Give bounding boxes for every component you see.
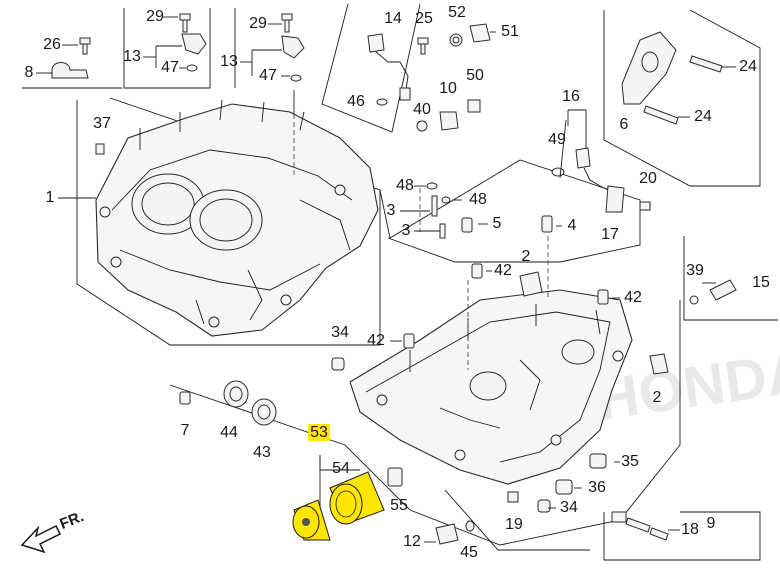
callout-5: 5 — [492, 215, 502, 232]
callout-44: 44 — [220, 424, 238, 441]
callout-17: 17 — [601, 226, 619, 243]
callout-39: 39 — [686, 262, 704, 279]
callout-29-b: 29 — [249, 15, 267, 32]
callout-40: 40 — [413, 101, 431, 118]
callout-26: 26 — [43, 36, 61, 53]
callout-16: 16 — [562, 88, 580, 105]
callout-42-a: 42 — [494, 262, 512, 279]
callout-20: 20 — [639, 170, 657, 187]
callout-49: 49 — [548, 131, 566, 148]
leader-lines — [36, 16, 736, 543]
callout-35: 35 — [621, 453, 639, 470]
callout-55: 55 — [390, 497, 408, 514]
callout-52: 52 — [448, 4, 466, 21]
callout-42-c: 42 — [367, 332, 385, 349]
callout-6: 6 — [619, 116, 629, 133]
callout-8: 8 — [24, 64, 34, 81]
callout-24-b: 24 — [694, 108, 712, 125]
small-parts — [51, 13, 737, 545]
callout-48-b: 48 — [469, 191, 487, 208]
callout-53-highlight: 53 — [308, 424, 330, 441]
callout-10: 10 — [439, 80, 457, 97]
callout-7: 7 — [180, 422, 190, 439]
callout-42-b: 42 — [624, 289, 642, 306]
callout-50: 50 — [466, 67, 484, 84]
callout-54: 54 — [332, 460, 350, 477]
callout-9: 9 — [706, 515, 716, 532]
callout-34-b: 34 — [560, 499, 578, 516]
callout-51: 51 — [501, 23, 519, 40]
callout-19: 19 — [505, 516, 523, 533]
callout-1: 1 — [45, 189, 55, 206]
callout-13-b: 13 — [220, 53, 238, 70]
front-direction-arrow — [20, 524, 62, 554]
callout-3-a: 3 — [386, 202, 396, 219]
callout-14: 14 — [384, 10, 402, 27]
callout-37: 37 — [93, 115, 111, 132]
callout-3-b: 3 — [401, 222, 411, 239]
callout-25: 25 — [415, 10, 433, 27]
callout-2-b: 2 — [652, 389, 662, 406]
callout-13-a: 13 — [123, 48, 141, 65]
callout-34-a: 34 — [331, 324, 349, 341]
callout-18: 18 — [681, 521, 699, 538]
callout-45: 45 — [460, 544, 478, 561]
callout-4: 4 — [567, 217, 577, 234]
callout-2-a: 2 — [521, 248, 531, 265]
callout-12: 12 — [403, 533, 421, 550]
callout-53: 53 — [308, 424, 330, 442]
callout-36: 36 — [588, 479, 606, 496]
callout-29-a: 29 — [146, 8, 164, 25]
callout-15: 15 — [752, 274, 770, 291]
callout-24-a: 24 — [739, 58, 757, 75]
upper-crankcase — [95, 99, 379, 337]
lower-crankcase — [349, 289, 633, 485]
oil-filter-assembly — [292, 455, 385, 541]
callout-43: 43 — [253, 444, 271, 461]
callout-48-a: 48 — [396, 177, 414, 194]
assembly-lines — [293, 90, 549, 372]
callout-46: 46 — [347, 93, 365, 110]
callout-47-b: 47 — [259, 67, 277, 84]
callout-47-a: 47 — [161, 59, 179, 76]
